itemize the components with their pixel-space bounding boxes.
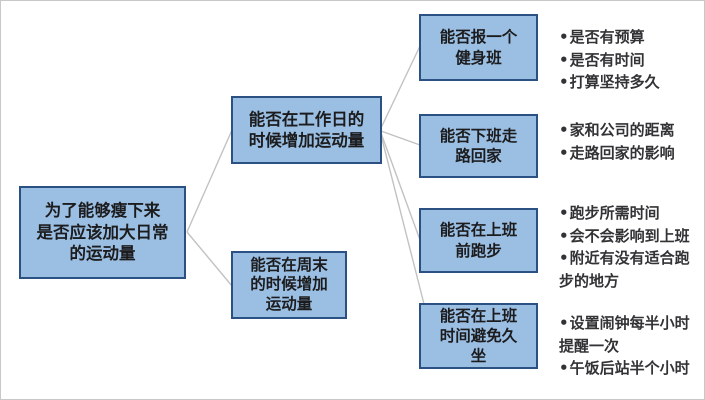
node-run-before-work-label: 能否在上班 前跑步	[439, 221, 518, 260]
note-item: 是否有预算	[559, 26, 701, 49]
notes-gym-class: 是否有预算 是否有时间 打算坚持多久	[559, 26, 701, 94]
note-item: 走路回家的影响	[559, 142, 701, 165]
node-avoid-sitting-label: 能否在上班 时间避免久 坐	[439, 306, 518, 366]
node-gym-class-label: 能否报一个 健身班	[439, 28, 518, 67]
note-item: 打算坚持多久	[559, 71, 701, 94]
note-item: 设置闹钟每半小时提醒一次	[559, 312, 701, 357]
node-walk-home: 能否下班走 路回家	[419, 114, 538, 178]
note-item: 跑步所需时间	[559, 202, 701, 225]
node-root-label: 为了能够瘦下来 是否应该加大日常 的运动量	[36, 200, 169, 264]
node-workday-label: 能否在工作日的 时候增加运动量	[248, 109, 365, 150]
note-item: 午饭后站半个小时	[559, 357, 701, 380]
node-avoid-sitting: 能否在上班 时间避免久 坐	[419, 303, 538, 369]
note-item: 是否有时间	[559, 49, 701, 72]
node-gym-class: 能否报一个 健身班	[419, 14, 538, 81]
node-root-question: 为了能够瘦下来 是否应该加大日常 的运动量	[19, 186, 186, 279]
node-run-before-work: 能否在上班 前跑步	[419, 208, 538, 273]
node-weekend-label: 能否在周末 的时候增加 运动量	[250, 255, 328, 313]
note-item: 家和公司的距离	[559, 119, 701, 142]
notes-walk-home: 家和公司的距离 走路回家的影响	[559, 119, 701, 164]
notes-avoid-sitting: 设置闹钟每半小时提醒一次 午饭后站半个小时	[559, 312, 701, 380]
node-workday-exercise: 能否在工作日的 时候增加运动量	[231, 96, 382, 164]
notes-run-before-work: 跑步所需时间 会不会影响到上班 附近有没有适合跑步的地方	[559, 202, 701, 292]
note-item: 会不会影响到上班	[559, 225, 701, 248]
note-item: 附近有没有适合跑步的地方	[559, 247, 701, 292]
node-weekend-exercise: 能否在周末 的时候增加 运动量	[231, 251, 347, 319]
node-walk-home-label: 能否下班走 路回家	[439, 126, 518, 165]
